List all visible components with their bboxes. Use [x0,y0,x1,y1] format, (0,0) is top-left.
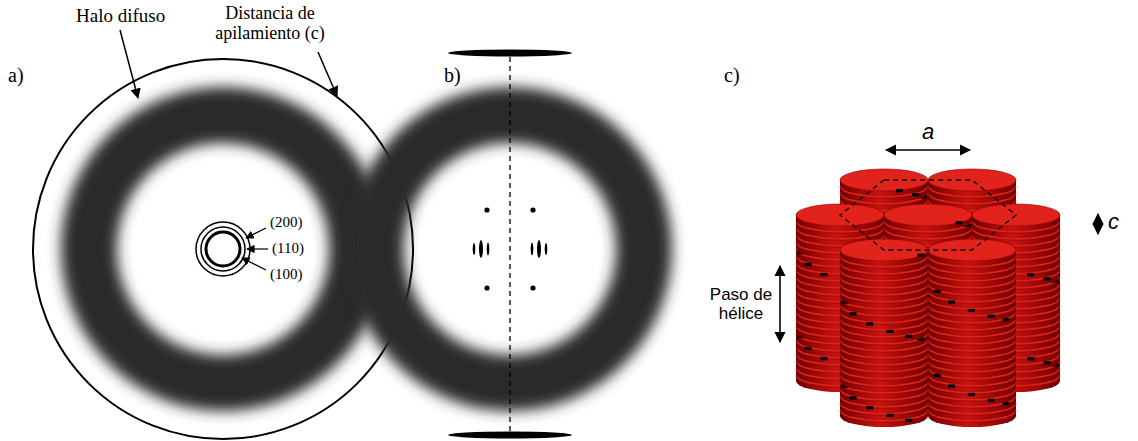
oriented-pattern [376,50,644,439]
equatorial-arc [531,243,534,256]
reflection-ring [206,232,240,266]
helix-mark [948,300,955,303]
helix-mark [866,322,873,325]
reflection-spot [530,285,535,290]
helix-mark [988,315,995,318]
miller-index: (110) [272,240,304,257]
meridional-reflection [448,50,572,57]
helix-mark [887,414,894,417]
pitch-label: Paso de hélice [708,286,774,323]
meridian-line [509,57,510,431]
panel-letter: b) [444,64,461,86]
helix-mark [850,312,857,315]
helix-mark [968,309,975,312]
reflection-spot [530,207,535,212]
miller-index: (100) [270,266,303,283]
helix-mark [896,189,903,192]
stacking-label: Distancia de apilamiento (c) [190,4,350,44]
leader-arrow [242,258,266,270]
disc-column [840,239,928,427]
disc-column [928,239,1016,427]
leader-arrow [247,248,268,249]
disc-column [928,169,1016,357]
equatorial-arc [473,243,476,255]
leader-arrow [318,52,337,96]
panel-letter: c) [724,64,740,86]
lattice-arrow [886,149,970,151]
equatorial-arc [537,240,541,258]
helix-mark [804,263,811,266]
diffuse-halo [89,115,357,383]
disc-top [884,204,972,226]
helix-mark [912,193,919,196]
helix-mark [988,399,995,402]
helix-mark [820,357,827,360]
leader-arrow [120,30,138,98]
reflection-ring [201,227,245,271]
helix-mark [956,221,963,224]
helix-mark [917,254,924,257]
columnar-stacks [796,169,1060,427]
reflection-spot [484,207,489,212]
helix-mark [866,406,873,409]
helix-mark [905,419,912,422]
helix-mark [1027,357,1034,360]
helix-mark [1044,277,1051,280]
helix-mark [968,393,975,396]
lattice-parameter: a [922,120,934,144]
panel-letter: a) [8,64,24,86]
halo-label: Halo difuso [76,6,165,27]
helix-mark [948,384,955,387]
equatorial-arc [479,240,483,258]
helix-mark [1044,361,1051,364]
equatorial-arc [545,243,548,255]
disc-column [840,169,928,357]
miller-index: (200) [270,214,303,231]
helix-mark [804,347,811,350]
helix-mark [820,273,827,276]
helix-mark [905,335,912,338]
equatorial-arc [487,243,490,256]
helix-mark [850,396,857,399]
helix-mark [1027,273,1034,276]
leader-arrow [246,228,266,238]
stacking-arrow [1097,214,1099,234]
helix-mark [887,330,894,333]
meridional-reflection [448,432,572,439]
hexagonal-cell [840,180,1016,250]
dimension-marks [780,150,1098,342]
pitch-arrow [779,266,781,342]
reflection-spot [484,285,489,290]
stacking-parameter: c [1108,210,1119,234]
reflection-ring [196,222,250,276]
